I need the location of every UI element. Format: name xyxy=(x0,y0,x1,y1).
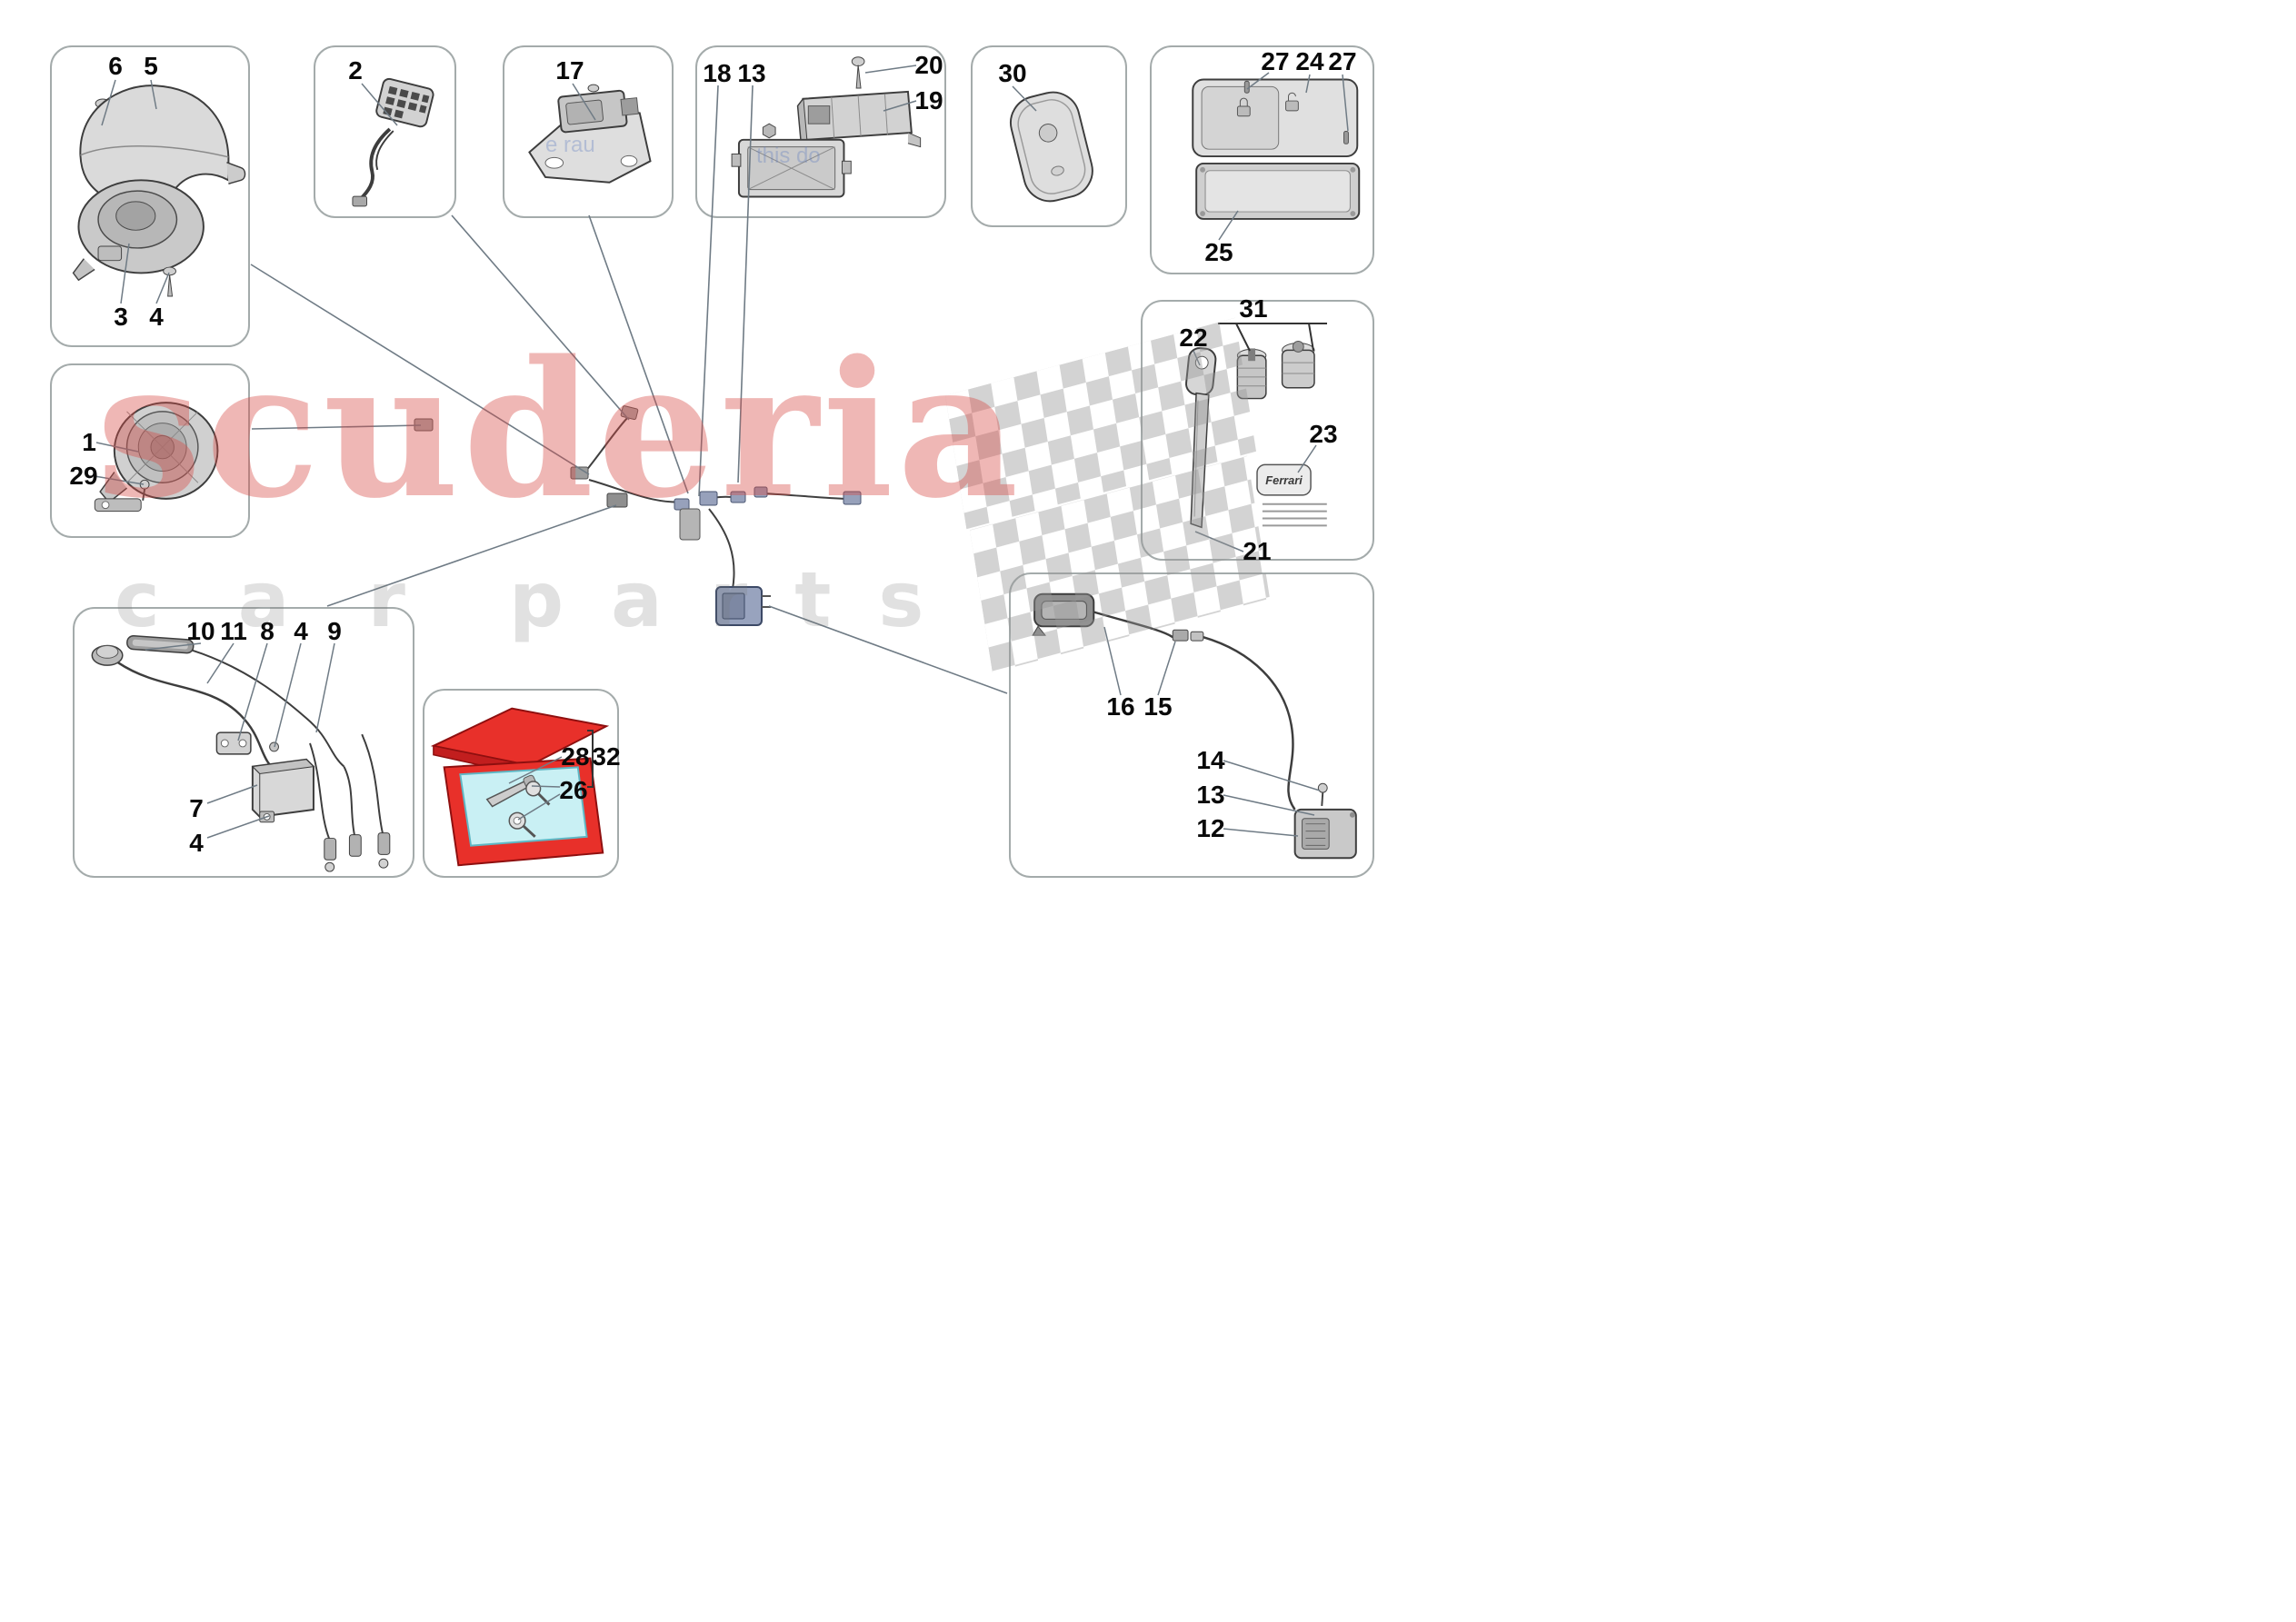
aerial-module-drawing xyxy=(1032,592,1357,860)
siren-1-part xyxy=(94,402,219,512)
part-number-23[interactable]: 23 xyxy=(1309,420,1338,448)
part-number-32[interactable]: 32 xyxy=(592,742,621,771)
ecu-18-part xyxy=(731,138,852,198)
part-number-17[interactable]: 17 xyxy=(555,56,584,85)
antenna-16-part xyxy=(1032,592,1095,636)
part-number-22[interactable]: 22 xyxy=(1179,323,1208,352)
key-26b-part xyxy=(508,811,536,838)
part-number-12[interactable]: 12 xyxy=(1196,814,1225,842)
gps-antenna-10-part xyxy=(91,644,124,666)
horn-body-part xyxy=(72,179,205,282)
part-number-15[interactable]: 15 xyxy=(1143,692,1173,721)
ferrari-badge-23-part: Ferrari xyxy=(1256,463,1312,496)
part-number-27[interactable]: 27 xyxy=(1328,47,1357,75)
key-locks-drawing: Ferrari xyxy=(1185,341,1327,529)
part-number-28[interactable]: 28 xyxy=(561,742,590,771)
holder-25-part xyxy=(1195,162,1361,220)
connector-15-part xyxy=(1172,629,1204,642)
part-number-16[interactable]: 16 xyxy=(1106,692,1135,721)
lock-cylinder-a-part xyxy=(1236,348,1267,400)
aerial-wire-part xyxy=(1093,611,1173,639)
nut-13-icon xyxy=(762,123,776,139)
control-units-drawing xyxy=(731,56,922,198)
cover-part xyxy=(79,85,246,198)
horn-cover-drawing xyxy=(72,85,246,297)
part-number-10[interactable]: 10 xyxy=(186,617,215,645)
panel-sensor-cable xyxy=(314,45,456,218)
sensor-cable-part xyxy=(358,127,392,202)
key-fob-part xyxy=(1010,91,1093,203)
part-number-31[interactable]: 31 xyxy=(1239,294,1268,323)
panel-key-fob xyxy=(971,45,1127,227)
part-number-30[interactable]: 30 xyxy=(998,59,1027,87)
lock-icon xyxy=(1236,97,1251,117)
module-12-part xyxy=(1293,808,1357,860)
part-number-8[interactable]: 8 xyxy=(260,617,275,645)
part-number-18[interactable]: 18 xyxy=(703,59,732,87)
screw-20-icon xyxy=(851,56,865,89)
card-key-24-part xyxy=(1192,78,1359,158)
part-number-4[interactable]: 4 xyxy=(149,303,164,331)
part-number-14[interactable]: 14 xyxy=(1196,746,1225,774)
part-number-13[interactable]: 13 xyxy=(1196,781,1225,809)
panel-control-units xyxy=(695,45,946,218)
ferrari-badge-text: Ferrari xyxy=(1265,473,1303,487)
part-number-9[interactable]: 9 xyxy=(327,617,342,645)
part-number-21[interactable]: 21 xyxy=(1243,537,1272,565)
unlock-icon xyxy=(1285,92,1299,112)
faint-watermark-fragment: e rau xyxy=(545,133,595,157)
part-number-11[interactable]: 11 xyxy=(220,617,247,645)
part-number-27[interactable]: 27 xyxy=(1261,47,1290,75)
key-blank-22-part xyxy=(1185,347,1217,529)
pin-27-right-icon xyxy=(1343,131,1349,144)
part-number-6[interactable]: 6 xyxy=(108,52,123,80)
key-fob-drawing xyxy=(1010,91,1093,203)
card-key-drawing xyxy=(1192,78,1361,220)
part-number-4[interactable]: 4 xyxy=(189,829,204,857)
part-number-29[interactable]: 29 xyxy=(69,462,98,490)
part-number-26[interactable]: 26 xyxy=(559,776,588,804)
part-number-20[interactable]: 20 xyxy=(914,51,943,79)
part-number-7[interactable]: 7 xyxy=(189,794,204,822)
connectors-9-part xyxy=(324,832,391,872)
part-number-25[interactable]: 25 xyxy=(1204,238,1233,266)
part-number-13[interactable]: 13 xyxy=(737,59,766,87)
panel-alarm-siren xyxy=(50,363,250,538)
panel-horn-cover xyxy=(50,45,250,347)
part-number-4[interactable]: 4 xyxy=(294,617,308,645)
part-number-1[interactable]: 1 xyxy=(82,428,96,456)
part-number-5[interactable]: 5 xyxy=(144,52,158,80)
part-number-19[interactable]: 19 xyxy=(914,86,943,114)
part-number-24[interactable]: 24 xyxy=(1295,47,1324,75)
panel-aerial-module xyxy=(1009,572,1374,878)
part-number-2[interactable]: 2 xyxy=(348,56,363,85)
faint-watermark-fragment: this do xyxy=(756,144,821,168)
siren-drawing xyxy=(94,402,219,512)
key-code-strip xyxy=(1262,503,1327,527)
part-number-3[interactable]: 3 xyxy=(114,303,128,331)
